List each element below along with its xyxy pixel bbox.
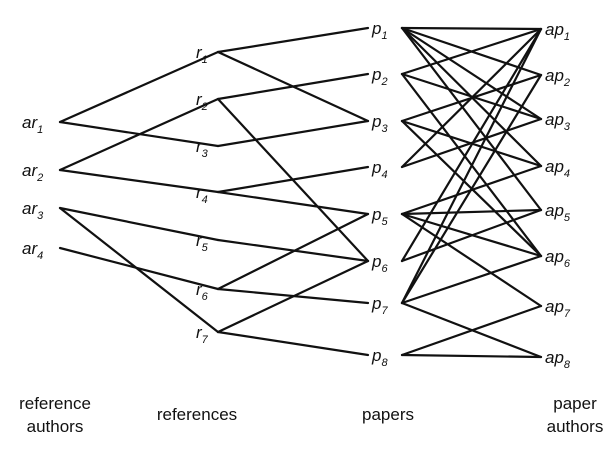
nodes-layer: ar1 ar2 ar3 ar4 r1 r2 r3 r4 r5 r6 r7 p1 p2 p3 p4 p5 p6 p7… — [22, 19, 571, 371]
edge-r4-p4 — [216, 165, 370, 194]
node-p7: p7 — [371, 294, 388, 317]
node-ap7: ap7 — [545, 297, 571, 320]
node-ar3: ar3 — [22, 199, 44, 222]
edge-r4-p5 — [216, 190, 370, 216]
node-ap8: ap8 — [545, 348, 571, 371]
column-label-references: references — [157, 405, 237, 424]
edge-r7-p8 — [216, 330, 370, 357]
edge-p7-ap2 — [400, 73, 543, 305]
node-r4: r4 — [196, 183, 208, 206]
node-ap2: ap2 — [545, 66, 570, 89]
edge-r6-p5 — [216, 212, 370, 291]
node-p3: p3 — [371, 112, 388, 135]
node-ap6: ap6 — [545, 247, 571, 270]
edge-p6-ap1 — [400, 27, 543, 263]
node-ap4: ap4 — [545, 157, 570, 180]
node-p4: p4 — [371, 158, 388, 181]
edge-ar3-r7 — [58, 206, 220, 334]
edge-p6-ap5 — [400, 208, 543, 263]
node-p6: p6 — [371, 252, 388, 275]
edge-p5-ap5 — [400, 208, 543, 216]
edge-p1-ap5 — [400, 26, 543, 212]
edge-ar1-r1 — [58, 50, 220, 124]
node-ar1: ar1 — [22, 113, 43, 136]
edge-r3-p3 — [216, 119, 370, 148]
edge-p5-ap7 — [400, 212, 543, 308]
edge-p7-ap1 — [400, 27, 543, 305]
edge-ar2-r4 — [58, 168, 220, 194]
node-r6: r6 — [196, 280, 209, 303]
edge-r7-p6 — [216, 259, 370, 334]
edges-layer — [58, 26, 543, 359]
edge-r2-p2 — [216, 72, 370, 101]
edge-p1-ap3 — [400, 26, 543, 121]
edge-ar2-r2 — [58, 97, 220, 172]
node-p2: p2 — [371, 65, 388, 88]
node-r3: r3 — [196, 137, 209, 160]
node-ap3: ap3 — [545, 110, 571, 133]
edge-ar4-r6 — [58, 246, 220, 291]
node-ap1: ap1 — [545, 20, 570, 43]
node-ap5: ap5 — [545, 201, 571, 224]
node-r7: r7 — [196, 323, 209, 346]
edge-p4-ap1 — [400, 27, 543, 169]
node-ar4: ar4 — [22, 239, 43, 262]
edge-p8-ap8 — [400, 353, 543, 359]
column-label-papers: papers — [362, 405, 414, 424]
edge-r1-p1 — [216, 26, 370, 54]
node-p8: p8 — [371, 346, 388, 369]
node-p1: p1 — [371, 19, 388, 42]
edge-p8-ap7 — [400, 304, 543, 357]
node-r5: r5 — [196, 231, 209, 254]
node-r1: r1 — [196, 43, 208, 66]
edge-p2-ap1 — [400, 27, 543, 76]
node-ar2: ar2 — [22, 161, 43, 184]
edge-ar3-r5 — [58, 206, 220, 242]
edge-p7-ap6 — [400, 254, 543, 305]
edge-p1-ap1 — [400, 26, 543, 31]
node-p5: p5 — [371, 205, 388, 228]
node-r2: r2 — [196, 90, 208, 113]
